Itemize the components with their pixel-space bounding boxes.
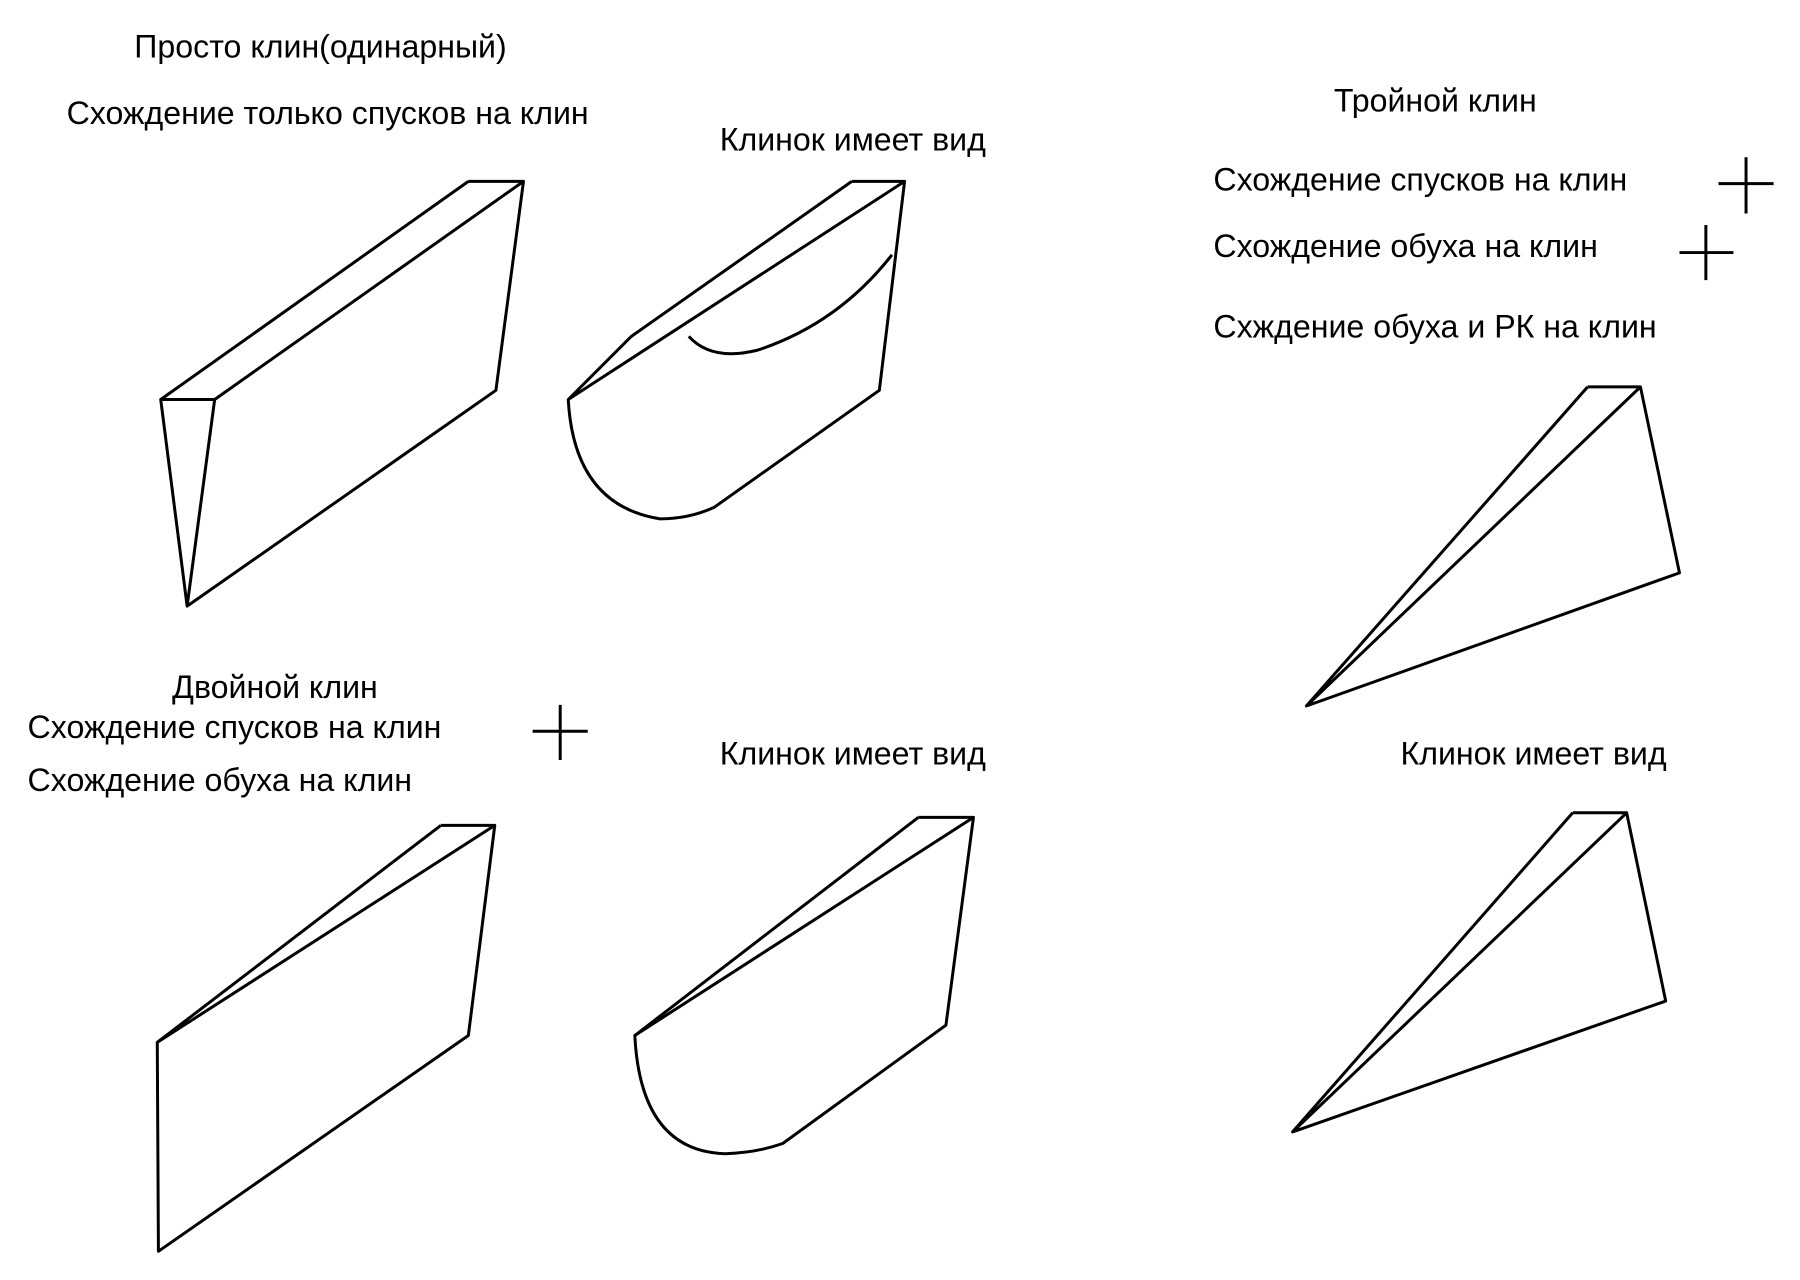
triple-wedge-shape (1304, 385, 1681, 708)
single-blade-label: Клинок имеет вид (720, 121, 986, 157)
single-blade-shape (566, 179, 907, 521)
plus-icon (1718, 157, 1774, 214)
double-title: Двойной клин (172, 669, 378, 705)
double-blade-shape (633, 815, 975, 1156)
triple-line3: Схждение обуха и РК на клин (1213, 309, 1656, 345)
double-line1: Схождение спусков на клин (28, 709, 442, 745)
plus-icon (1679, 225, 1734, 281)
single-note: Схождение только спусков на клин (67, 95, 589, 131)
triple-blade-shape (1291, 811, 1668, 1134)
double-wedge-shape (155, 823, 497, 1253)
triple-line2: Схождение обуха на клин (1213, 228, 1597, 264)
double-blade-label: Клинок имеет вид (720, 736, 986, 772)
double-line2: Схождение обуха на клин (28, 762, 412, 798)
plus-icon (532, 704, 588, 760)
triple-line1: Схождение спусков на клин (1213, 162, 1627, 198)
single-wedge-shape (159, 179, 525, 608)
triple-title: Тройной клин (1334, 82, 1537, 118)
triple-blade-label: Клинок имеет вид (1401, 736, 1667, 772)
single-title: Просто клин(одинарный) (134, 28, 506, 64)
